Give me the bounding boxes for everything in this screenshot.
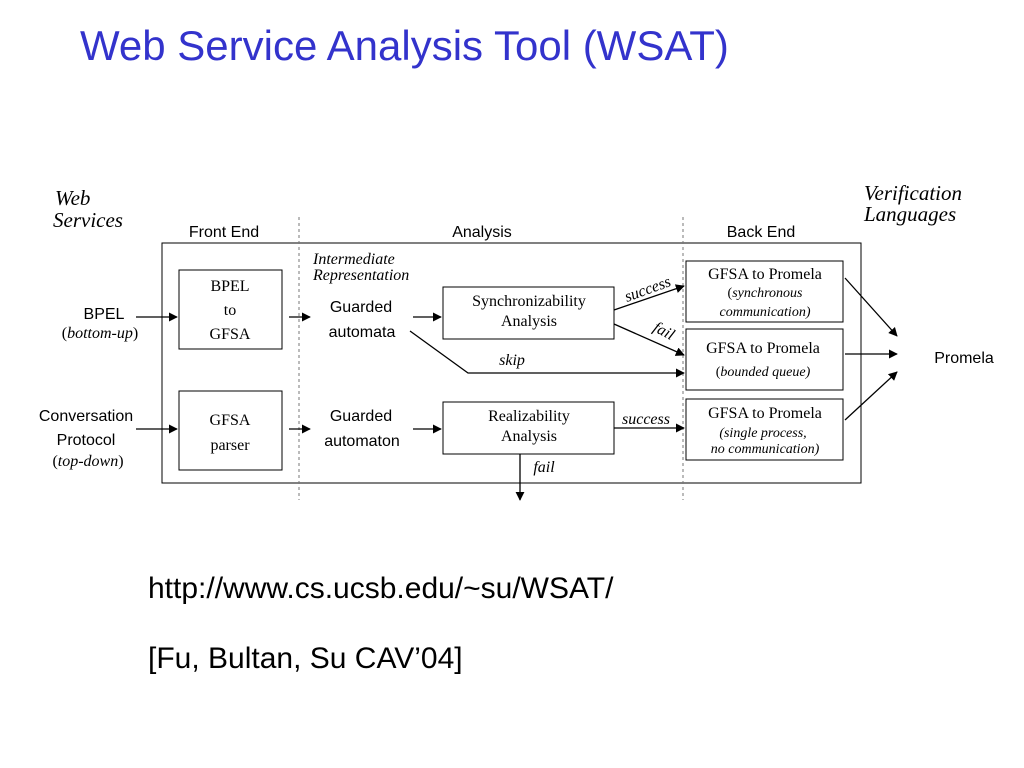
output-promela-label: Promela <box>934 350 994 367</box>
promela-single-line2: no communication) <box>711 442 820 457</box>
verification-languages-heading-line1: Verification <box>864 181 962 205</box>
bpel-to-gfsa-line2: to <box>224 302 236 319</box>
promela-single-title: GFSA to Promela <box>708 405 822 422</box>
input-conversation-label-line1: Conversation <box>39 408 133 425</box>
guarded-automaton-line2: automaton <box>324 433 400 450</box>
promela-sync-line2: communication) <box>720 305 811 320</box>
arrow-single-to-promela <box>844 371 898 421</box>
gfsa-parser-box <box>178 390 283 471</box>
input-bpel-qualifier: (bottom-up) <box>62 325 138 342</box>
verification-languages-heading-line2: Languages <box>863 202 956 226</box>
arrow-sync-fail <box>613 323 685 356</box>
edge-label-fail-top: fail <box>650 319 677 344</box>
bpel-to-gfsa-line3: GFSA <box>210 326 251 343</box>
synchronizability-line1: Synchronizability <box>472 293 586 310</box>
edge-label-fail-bottom: fail <box>533 459 555 476</box>
guarded-automata-line1: Guarded <box>330 299 392 316</box>
section-analysis-label: Analysis <box>452 224 512 241</box>
realizability-line2: Analysis <box>501 428 557 445</box>
gfsa-parser-line2: parser <box>210 437 250 454</box>
promela-sync-line1: (synchronous <box>728 286 803 301</box>
web-services-heading-line1: Web <box>55 186 90 210</box>
edge-label-success-bottom: success <box>622 411 670 428</box>
intermediate-label-line1: Intermediate <box>312 251 395 268</box>
citation: [Fu, Bultan, Su CAV’04] <box>148 642 463 675</box>
realizability-analysis-box <box>442 401 615 455</box>
intermediate-label-line2: Representation <box>312 267 409 284</box>
guarded-automata-line2: automata <box>329 324 396 341</box>
arrow-skip <box>409 330 685 378</box>
wsat-url[interactable]: http://www.cs.ucsb.edu/~su/WSAT/ <box>148 572 614 605</box>
promela-bounded-box <box>685 328 844 391</box>
edge-label-success-top: success <box>622 273 673 305</box>
web-services-heading-line2: Services <box>53 208 123 232</box>
section-front-end-label: Front End <box>189 224 259 241</box>
arrow-sync-to-promela <box>844 277 898 337</box>
promela-bounded-title: GFSA to Promela <box>706 340 820 357</box>
promela-single-line1: (single process, <box>719 426 806 441</box>
synchronizability-analysis-box <box>442 286 615 340</box>
input-conversation-qualifier: (top-down) <box>52 453 123 470</box>
promela-bounded-line1: (bounded queue) <box>716 365 811 380</box>
promela-sync-title: GFSA to Promela <box>708 266 822 283</box>
realizability-line1: Realizability <box>488 408 570 425</box>
promela-sync-box <box>685 260 844 323</box>
input-bpel-label: BPEL <box>84 306 125 323</box>
gfsa-parser-line1: GFSA <box>210 412 251 429</box>
bpel-to-gfsa-line1: BPEL <box>210 278 249 295</box>
input-conversation-label-line2: Protocol <box>57 432 116 449</box>
guarded-automaton-line1: Guarded <box>330 408 392 425</box>
section-back-end-label: Back End <box>727 224 795 241</box>
edge-label-skip: skip <box>499 352 525 369</box>
arrow-sync-success <box>613 284 685 311</box>
tool-frame <box>161 242 862 484</box>
slide-title: Web Service Analysis Tool (WSAT) <box>80 22 729 69</box>
promela-single-box <box>685 398 844 461</box>
synchronizability-line2: Analysis <box>501 313 557 330</box>
bpel-to-gfsa-box <box>178 269 283 350</box>
